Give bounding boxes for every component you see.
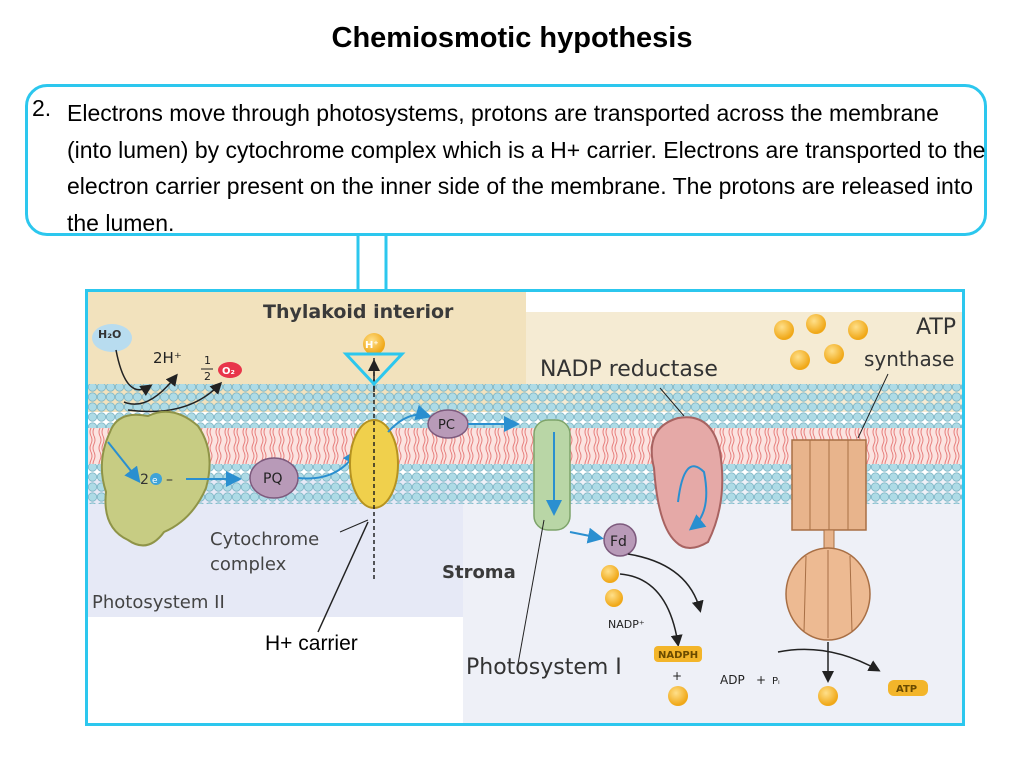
plus-sign-2: + — [756, 673, 766, 687]
electron-symbol: e — [152, 476, 158, 486]
electron-icon — [150, 473, 162, 485]
atp-product-label: ATP — [896, 684, 917, 695]
2e-label: 2 — [140, 472, 149, 488]
half-numerator: 1 — [204, 354, 211, 367]
membrane-upper-heads — [88, 384, 962, 428]
photosystem-ii-label: Photosystem II — [92, 592, 225, 613]
atp-badge — [888, 680, 928, 696]
thylakoid-interior-label: Thylakoid interior — [263, 301, 454, 323]
photosynthesis-diagram: Thylakoid interior Stroma H₂O 2H⁺ 1 2 O₂… — [85, 289, 965, 726]
callout-number: 2. — [32, 95, 52, 121]
stroma-proton-4 — [818, 686, 838, 706]
h2o-label: H₂O — [98, 328, 121, 341]
photosystem-i-label: Photosystem I — [466, 655, 622, 680]
callout-text: Electrons move through photosystems, pro… — [67, 100, 986, 236]
pi-label: Pᵢ — [772, 676, 780, 687]
nadph-label: NADPH — [658, 650, 698, 661]
nadph-badge — [654, 646, 702, 662]
electron-dash: – — [166, 472, 173, 488]
nadp-plus-label: NADP⁺ — [608, 618, 645, 631]
proton-icon — [363, 333, 385, 355]
cytochrome-label-line1: Cytochrome — [210, 529, 319, 550]
half-denominator: 2 — [204, 370, 211, 383]
o2-label: O₂ — [222, 366, 235, 377]
stroma-label: Stroma — [442, 562, 516, 583]
stroma-proton-2 — [605, 589, 623, 607]
pq-label: PQ — [263, 471, 282, 487]
2h-plus-label: 2H⁺ — [153, 349, 182, 367]
cytochrome-label-line2: complex — [210, 554, 287, 575]
proton-label: H⁺ — [365, 340, 379, 351]
fd-label: Fd — [610, 534, 627, 550]
o2-icon — [218, 362, 242, 378]
adp-label: ADP — [720, 673, 745, 687]
stroma-proton-3 — [668, 686, 688, 706]
slide-title: Chemiosmotic hypothesis — [331, 22, 693, 54]
diagram-canvas: Thylakoid interior Stroma H₂O 2H⁺ 1 2 O₂… — [88, 292, 962, 723]
explanation-callout: 2. Electrons move through photosystems, … — [25, 84, 987, 236]
stroma-proton-1 — [601, 565, 619, 583]
atp-synthase-label-line2: synthase — [864, 347, 954, 371]
atp-synthase-label-line1: ATP — [916, 315, 956, 340]
h-carrier-label: H+ carrier — [265, 632, 358, 655]
water-droplet-icon — [92, 324, 132, 352]
plus-sign-1: + — [672, 669, 682, 683]
nadp-reductase-label: NADP reductase — [540, 357, 718, 382]
fd-carrier — [603, 523, 637, 557]
pc-label: PC — [438, 418, 455, 433]
lumen-protons — [774, 314, 868, 370]
